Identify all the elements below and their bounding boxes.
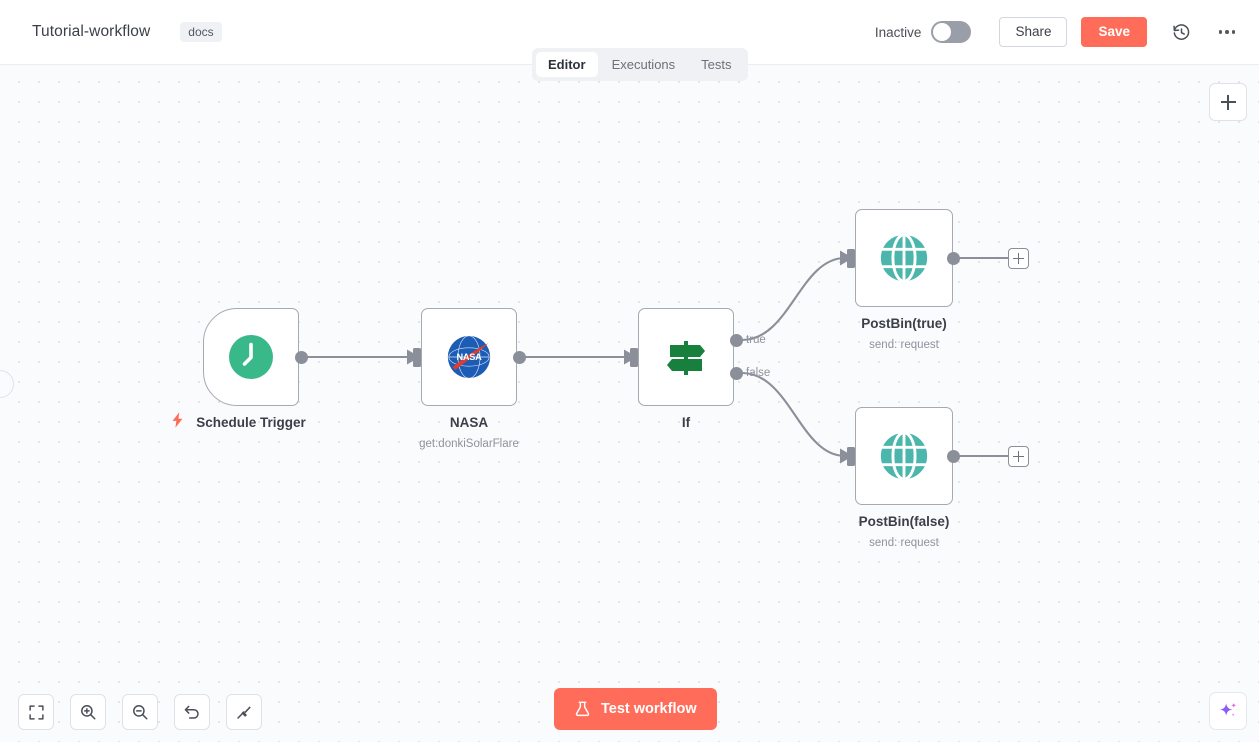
tidy-up-button[interactable] bbox=[226, 694, 262, 730]
flask-icon bbox=[575, 701, 590, 717]
tab-editor[interactable]: Editor bbox=[536, 51, 598, 78]
signpost-icon bbox=[667, 341, 705, 375]
header-actions: Inactive Share Save bbox=[875, 17, 1241, 47]
output-port-nasa[interactable] bbox=[513, 351, 526, 364]
dot bbox=[1218, 30, 1223, 34]
tab-tests[interactable]: Tests bbox=[701, 56, 732, 72]
nasa-logo-icon: NASA bbox=[447, 335, 491, 379]
output-port-postbin-false[interactable] bbox=[947, 450, 960, 463]
workflow-canvas[interactable]: Schedule Trigger NASA NASA get:donkiSola… bbox=[0, 65, 1259, 742]
zoom-in-icon bbox=[81, 705, 96, 720]
input-port-nasa[interactable] bbox=[413, 348, 421, 367]
connection-arrow bbox=[840, 250, 853, 266]
workflow-title[interactable]: Tutorial-workflow bbox=[32, 23, 151, 40]
dot bbox=[1225, 30, 1229, 34]
zoom-to-fit-button[interactable] bbox=[18, 694, 54, 730]
add-node-after-postbin-false[interactable] bbox=[1008, 446, 1029, 467]
svg-text:NASA: NASA bbox=[456, 352, 482, 362]
node-postbin-true[interactable] bbox=[855, 209, 953, 307]
save-button[interactable]: Save bbox=[1081, 17, 1147, 47]
connection-layer bbox=[307, 250, 1008, 464]
share-button[interactable]: Share bbox=[999, 17, 1068, 47]
toggle-knob bbox=[933, 23, 952, 41]
connection-line-true bbox=[741, 256, 846, 342]
fit-screen-icon bbox=[28, 704, 44, 720]
input-port-if[interactable] bbox=[630, 348, 638, 367]
output-port-postbin-true[interactable] bbox=[947, 252, 960, 265]
test-workflow-label: Test workflow bbox=[601, 701, 697, 717]
workflow-tag-docs[interactable]: docs bbox=[180, 22, 222, 42]
add-node-button[interactable] bbox=[1209, 83, 1247, 121]
connection-arrow bbox=[840, 448, 853, 464]
node-if[interactable] bbox=[638, 308, 734, 406]
output-port-schedule-trigger[interactable] bbox=[295, 351, 308, 364]
sparkle-icon bbox=[1219, 702, 1237, 717]
node-nasa[interactable]: NASA bbox=[421, 308, 517, 406]
workflow-activate-toggle[interactable] bbox=[931, 21, 972, 43]
node-schedule-trigger[interactable] bbox=[203, 308, 299, 406]
history-clock-icon[interactable] bbox=[1167, 18, 1195, 46]
zoom-out-icon bbox=[133, 705, 148, 720]
undo-arrow-icon bbox=[184, 705, 199, 719]
input-port-postbin-false[interactable] bbox=[847, 447, 855, 466]
zoom-out-button[interactable] bbox=[122, 694, 158, 730]
globe-icon bbox=[880, 233, 928, 283]
dot bbox=[1231, 30, 1236, 34]
add-node-after-postbin-true[interactable] bbox=[1008, 248, 1029, 269]
zoom-in-button[interactable] bbox=[70, 694, 106, 730]
test-workflow-button[interactable]: Test workflow bbox=[554, 688, 717, 730]
more-options-icon[interactable] bbox=[1213, 18, 1241, 46]
tab-executions[interactable]: Executions bbox=[611, 56, 676, 72]
ai-assistant-button[interactable] bbox=[1209, 692, 1247, 730]
input-port-postbin-true[interactable] bbox=[847, 249, 855, 268]
canvas-zoom-toolbar bbox=[18, 694, 262, 730]
output-port-if-false[interactable] bbox=[730, 367, 743, 380]
reset-zoom-button[interactable] bbox=[174, 694, 210, 730]
broom-icon bbox=[237, 706, 251, 719]
activation-status-label: Inactive bbox=[874, 24, 922, 40]
editor-tab-bar: Editor Executions Tests bbox=[532, 48, 748, 81]
clock-icon bbox=[229, 335, 273, 379]
globe-icon bbox=[880, 431, 928, 481]
output-port-if-true[interactable] bbox=[730, 334, 743, 347]
connection-line-false bbox=[741, 371, 846, 458]
lightning-bolt-icon bbox=[169, 409, 186, 436]
node-postbin-false[interactable] bbox=[855, 407, 953, 505]
